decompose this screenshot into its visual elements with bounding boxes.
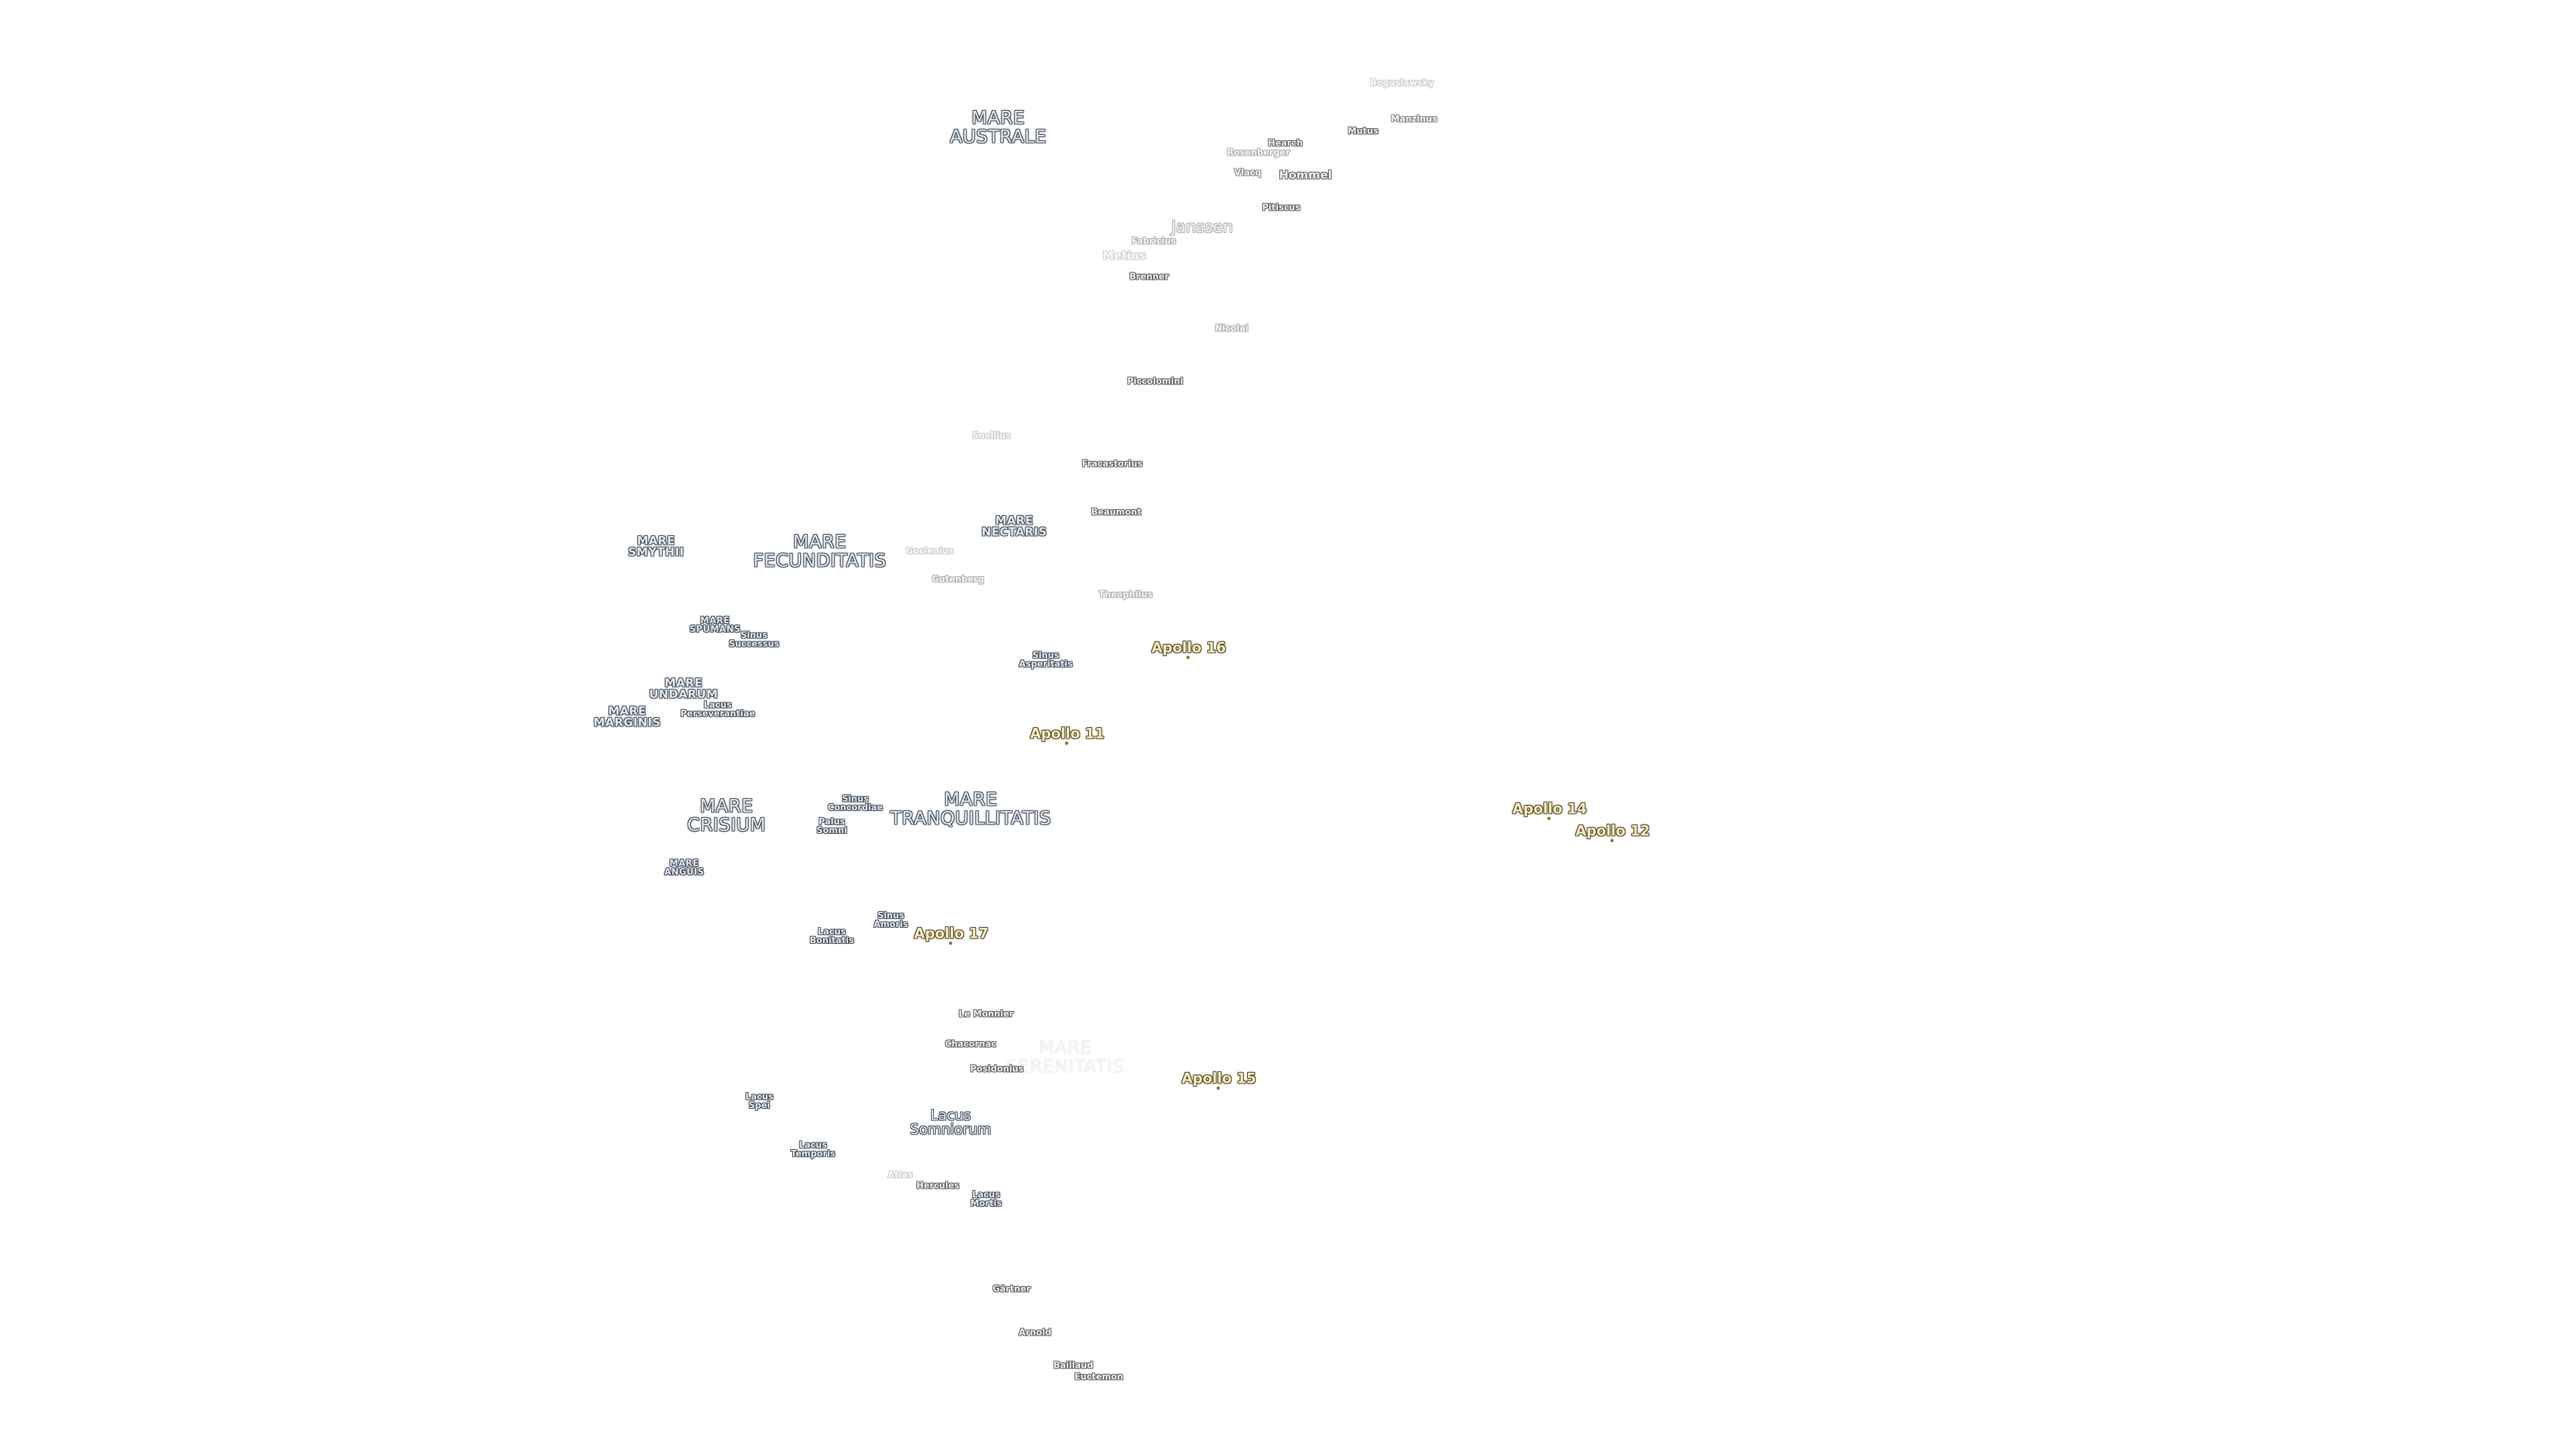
apollo-15-marker[interactable] [1216,1086,1220,1090]
crater-atlas-label: Atlas [888,1170,913,1181]
crater-janssen-label: Janssen [1171,217,1233,236]
crater-rosenberger-label: Rosenberger [1227,148,1290,158]
crater-brenner-label: Brenner [1129,272,1169,282]
sinus-successus-label: Sinus Successus [729,630,780,649]
mare-fecunditatis-label: MARE FECUNDITATIS [753,531,887,571]
apollo-17-marker[interactable] [949,941,953,945]
mare-crisium-label: MARE CRISIUM [687,796,766,835]
mare-anguis-label: MARE ANGUIS [664,858,704,877]
lacus-somniorum-label: Lacus Somniorum [910,1107,991,1138]
crater-hercules-label: Hercules [916,1181,960,1191]
crater-posidonius-label: Posidonius [970,1064,1024,1075]
lacus-bonitatis-label: Lacus Bonitatis [810,926,854,946]
crater-le-monnier-label: Le Monnier [959,1009,1014,1020]
mare-marginis-label: MARE MARGINIS [593,704,661,730]
crater-manzinus-label: Manzinus [1391,114,1438,125]
mare-australe-label: MARE AUSTRALE [949,107,1047,147]
crater-snellius-label: Snellius [972,431,1011,441]
mare-tranquillitatis-label: MARE TRANQUILLITATIS [890,789,1051,828]
crater-gutenberg-label: Gutenberg [931,574,985,585]
crater-fracastorius-label: Fracastorius [1081,459,1143,470]
sinus-concordiae-label: Sinus Concordiae [827,794,883,813]
apollo-15-label[interactable]: Apollo 15 [1181,1070,1256,1087]
crater-arnold-label: Arnold [1018,1328,1052,1338]
lacus-spei-label: Lacus Spei [745,1091,773,1111]
mare-undarum-label: MARE UNDARUM [649,676,718,702]
crater-euctemon-label: Euctemon [1074,1372,1124,1383]
crater-baillaud-label: Baillaud [1053,1360,1093,1371]
crater-pitiscus-label: Pitiscus [1262,203,1301,213]
apollo-16-label[interactable]: Apollo 16 [1151,639,1226,656]
apollo-11-marker[interactable] [1065,741,1069,745]
sinus-amoris-label: Sinus Amoris [873,910,908,930]
mare-serenitatis-label: MARE SERENITATIS [1006,1037,1125,1077]
crater-fabricius-label: Fabricius [1131,236,1177,247]
crater-theophilus-label: Theophilus [1098,590,1153,600]
crater-goclenius-label: Goclenius [906,546,954,557]
apollo-16-marker[interactable] [1186,655,1190,659]
apollo-12-label[interactable]: Apollo 12 [1575,822,1650,839]
apollo-11-label[interactable]: Apollo 11 [1030,725,1105,742]
lacus-mortis-label: Lacus Mortis [970,1189,1002,1209]
mare-smythii-label: MARE SMYTHII [628,534,684,559]
sinus-asperitatis-label: Sinus Asperitatis [1018,650,1073,669]
mare-spumans-label: MARE SPUMANS [689,615,741,635]
crater-nicolai-label: Nicolai [1215,323,1248,334]
crater-chacornac-label: Chacornac [945,1039,997,1050]
crater-hearch-label: Hearch [1268,138,1303,149]
palus-somni-label: Palus Somni [816,816,847,836]
apollo-14-label[interactable]: Apollo 14 [1512,800,1587,817]
apollo-14-marker[interactable] [1547,816,1551,820]
lacus-temporis-label: Lacus Temporis [790,1140,836,1159]
crater-mutus-label: Mutus [1348,126,1379,137]
crater-gartner-label: Gärtner [992,1284,1031,1295]
apollo-17-label[interactable]: Apollo 17 [914,925,989,942]
crater-metius-label: Metius [1102,249,1146,263]
lacus-perseverantiae-label: Lacus Perseverantiae [680,700,755,719]
crater-beaumont-label: Beaumont [1091,507,1142,518]
crater-hommel-label: Hommel [1279,168,1332,182]
crater-vlacq-label: Vlacq [1234,168,1262,178]
mare-nectaris-label: MARE NECTARIS [981,514,1047,539]
crater-piccolomini-label: Piccolomini [1127,376,1183,387]
crater-boguslawsky-label: Boguslawsky [1370,78,1434,89]
apollo-12-marker[interactable] [1610,839,1614,843]
